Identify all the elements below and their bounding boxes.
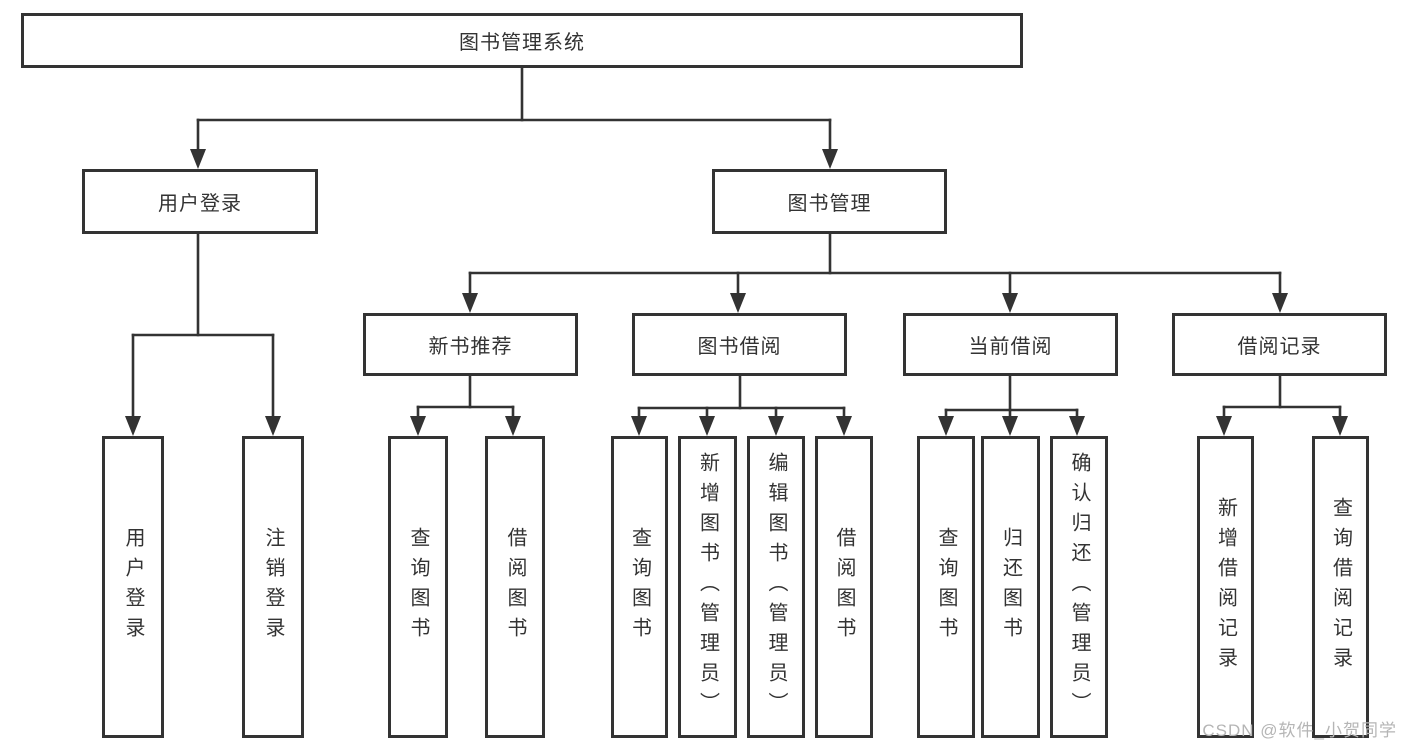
node-label: 图书管理	[787, 193, 872, 215]
node-label: 查询图书	[407, 527, 429, 647]
node-label: 查询借阅记录	[1329, 497, 1352, 677]
leaf-query-books-borrowing: 查询图书	[611, 436, 668, 738]
node-label: 查询图书	[935, 527, 957, 647]
node-label: 借阅图书	[833, 527, 855, 647]
node-new-book-recommend: 新书推荐	[363, 313, 578, 376]
leaf-borrow-books-newbook: 借阅图书	[485, 436, 545, 738]
leaf-borrow-books-borrowing: 借阅图书	[815, 436, 873, 738]
leaf-return-books: 归还图书	[981, 436, 1040, 738]
node-label: 图书管理系统	[459, 32, 585, 54]
node-label: 查询图书	[628, 527, 651, 647]
node-label: 借阅图书	[504, 527, 526, 647]
leaf-add-borrow-record: 新增借阅记录	[1197, 436, 1254, 738]
node-label: 借阅记录	[1237, 336, 1322, 358]
node-user-login: 用户登录	[82, 169, 318, 234]
leaf-query-borrow-record: 查询借阅记录	[1312, 436, 1369, 738]
node-label: 确认归还（管理员）	[1068, 452, 1090, 722]
node-book-management: 图书管理	[712, 169, 947, 234]
node-label: 新书推荐	[428, 336, 513, 358]
node-label: 注销登录	[262, 527, 284, 647]
leaf-confirm-return-admin: 确认归还（管理员）	[1050, 436, 1108, 738]
node-label: 归还图书	[999, 527, 1022, 647]
node-book-borrowing: 图书借阅	[632, 313, 847, 376]
leaf-edit-books-admin: 编辑图书（管理员）	[747, 436, 805, 738]
leaf-add-books-admin: 新增图书（管理员）	[678, 436, 737, 738]
leaf-query-books-newbook: 查询图书	[388, 436, 448, 738]
node-label: 用户登录	[122, 527, 144, 647]
node-label: 图书借阅	[697, 336, 782, 358]
node-label: 新增借阅记录	[1214, 497, 1237, 677]
node-label: 新增图书（管理员）	[696, 452, 719, 722]
watermark-text: CSDN @软件_小贺同学	[1202, 721, 1397, 740]
node-borrowing-records: 借阅记录	[1172, 313, 1387, 376]
node-label: 用户登录	[158, 193, 242, 215]
node-label: 当前借阅	[968, 336, 1053, 358]
node-label: 编辑图书（管理员）	[765, 452, 787, 722]
leaf-user-login: 用户登录	[102, 436, 164, 738]
node-root-library-management-system: 图书管理系统	[21, 13, 1023, 68]
leaf-logout: 注销登录	[242, 436, 304, 738]
leaf-query-books-current: 查询图书	[917, 436, 975, 738]
node-current-borrowing: 当前借阅	[903, 313, 1118, 376]
